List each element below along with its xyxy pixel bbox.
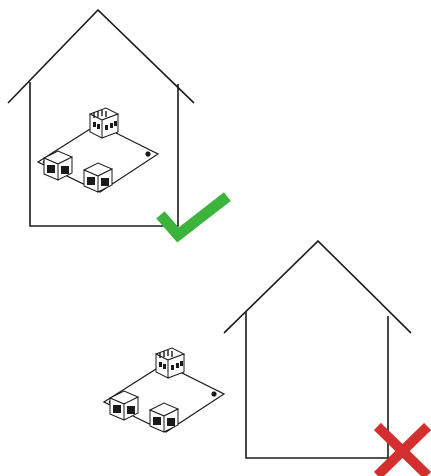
check-icon: [156, 192, 231, 243]
circuit-board: [37, 107, 159, 193]
house-outline: [223, 239, 412, 459]
panel-correct: [7, 8, 231, 243]
house-outline: [7, 8, 195, 227]
panel-incorrect: [103, 239, 431, 476]
circuit-board: [103, 347, 225, 433]
cross-icon: [373, 422, 431, 476]
